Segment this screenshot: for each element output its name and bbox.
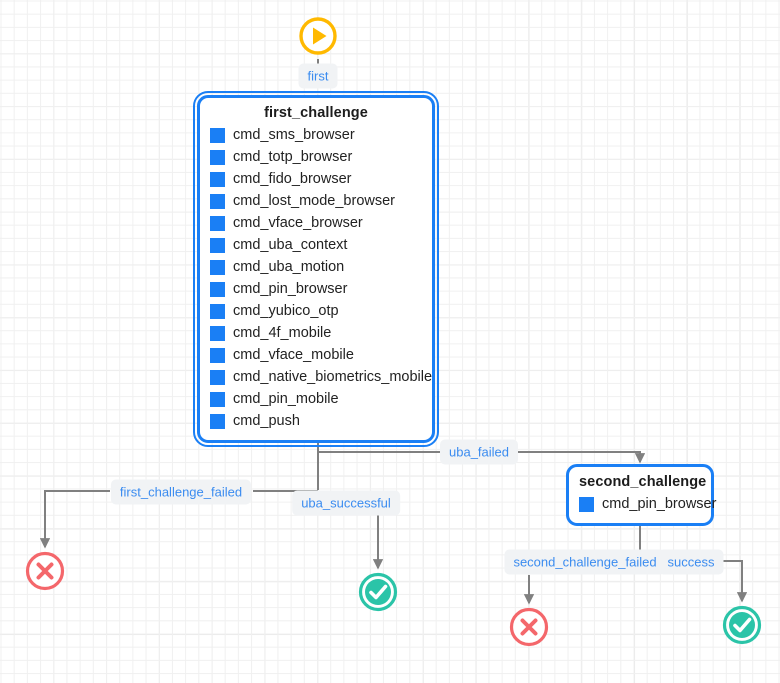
edge-label-first[interactable]: first bbox=[298, 63, 338, 89]
list-item-label: cmd_vface_browser bbox=[233, 215, 363, 231]
square-icon bbox=[210, 413, 225, 429]
list-item[interactable]: cmd_totp_browser bbox=[210, 146, 422, 168]
list-item-label: cmd_yubico_otp bbox=[233, 303, 339, 319]
list-item-label: cmd_native_biometrics_mobile bbox=[233, 369, 433, 385]
edge-label-success[interactable]: success bbox=[658, 549, 724, 575]
square-icon bbox=[210, 325, 225, 341]
list-item[interactable]: cmd_lost_mode_browser bbox=[210, 190, 422, 212]
play-circle-icon bbox=[299, 17, 337, 55]
edge-label-uba-successful[interactable]: uba_successful bbox=[292, 490, 400, 516]
square-icon bbox=[210, 149, 225, 165]
list-item-label: cmd_pin_browser bbox=[233, 281, 348, 297]
edge-label-second-challenge-failed[interactable]: second_challenge_failed bbox=[504, 549, 666, 575]
process-node-first-challenge[interactable]: first_challenge cmd_sms_browser cmd_totp… bbox=[193, 91, 439, 447]
terminal-node-success-second[interactable] bbox=[721, 604, 763, 646]
list-item[interactable]: cmd_uba_context bbox=[210, 234, 422, 256]
list-item-label: cmd_sms_browser bbox=[233, 127, 355, 143]
list-item-label: cmd_uba_context bbox=[233, 237, 348, 253]
list-item[interactable]: cmd_pin_mobile bbox=[210, 388, 422, 410]
list-item-label: cmd_4f_mobile bbox=[233, 325, 332, 341]
square-icon bbox=[210, 237, 225, 253]
list-item[interactable]: cmd_vface_mobile bbox=[210, 344, 422, 366]
check-circle-icon bbox=[358, 572, 398, 612]
list-item-label: cmd_vface_mobile bbox=[233, 347, 354, 363]
square-icon bbox=[210, 303, 225, 319]
node-title: first_challenge bbox=[264, 105, 368, 121]
square-icon bbox=[210, 171, 225, 187]
list-item[interactable]: cmd_pin_browser bbox=[210, 278, 422, 300]
list-item-label: cmd_push bbox=[233, 413, 300, 429]
list-item[interactable]: cmd_sms_browser bbox=[210, 124, 422, 146]
list-item[interactable]: cmd_vface_browser bbox=[210, 212, 422, 234]
list-item-label: cmd_pin_browser bbox=[602, 496, 717, 512]
square-icon bbox=[210, 347, 225, 363]
node-item-list: cmd_pin_browser bbox=[579, 493, 716, 515]
square-icon bbox=[210, 215, 225, 231]
square-icon bbox=[210, 281, 225, 297]
edge-first-challenge-failed-left bbox=[39, 490, 110, 549]
list-item[interactable]: cmd_pin_browser bbox=[579, 493, 716, 515]
square-icon bbox=[210, 127, 225, 143]
process-node-second-challenge[interactable]: second_challenge cmd_pin_browser bbox=[566, 464, 716, 526]
square-icon bbox=[579, 496, 594, 512]
edge-label-first-challenge-failed[interactable]: first_challenge_failed bbox=[110, 479, 252, 505]
list-item[interactable]: cmd_native_biometrics_mobile bbox=[210, 366, 432, 388]
square-icon bbox=[210, 391, 225, 407]
square-icon bbox=[210, 259, 225, 275]
list-item-label: cmd_totp_browser bbox=[233, 149, 353, 165]
list-item[interactable]: cmd_yubico_otp bbox=[210, 300, 422, 322]
node-item-list: cmd_sms_browser cmd_totp_browser cmd_fid… bbox=[210, 124, 432, 432]
start-node[interactable] bbox=[298, 16, 338, 56]
list-item[interactable]: cmd_push bbox=[210, 410, 422, 432]
list-item[interactable]: cmd_uba_motion bbox=[210, 256, 422, 278]
edge-uba-failed-to-second bbox=[515, 451, 646, 464]
check-circle-icon bbox=[722, 605, 762, 645]
square-icon bbox=[210, 369, 225, 385]
edge-label-uba-failed[interactable]: uba_failed bbox=[440, 439, 518, 465]
terminal-node-success-uba[interactable] bbox=[357, 571, 399, 613]
x-circle-icon bbox=[25, 551, 65, 591]
list-item[interactable]: cmd_fido_browser bbox=[210, 168, 422, 190]
list-item-label: cmd_pin_mobile bbox=[233, 391, 339, 407]
list-item[interactable]: cmd_4f_mobile bbox=[210, 322, 422, 344]
list-item-label: cmd_uba_motion bbox=[233, 259, 345, 275]
list-item-label: cmd_fido_browser bbox=[233, 171, 352, 187]
node-title: second_challenge bbox=[579, 474, 707, 490]
terminal-node-failure-second[interactable] bbox=[508, 606, 550, 648]
x-circle-icon bbox=[509, 607, 549, 647]
list-item-label: cmd_lost_mode_browser bbox=[233, 193, 395, 209]
terminal-node-failure-first[interactable] bbox=[24, 550, 66, 592]
square-icon bbox=[210, 193, 225, 209]
